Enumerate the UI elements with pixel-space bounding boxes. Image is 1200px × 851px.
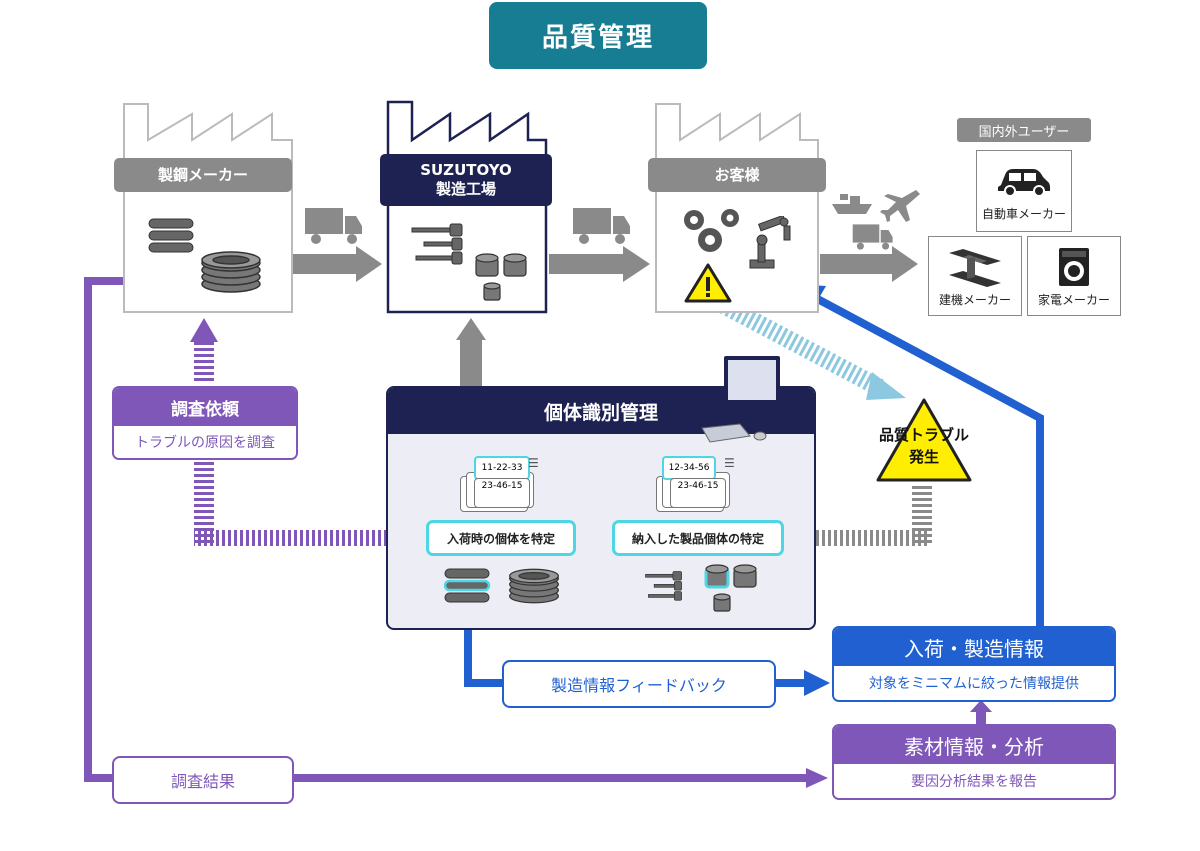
- car-maker-card: 自動車メーカー: [976, 150, 1072, 232]
- truck-icon: [852, 224, 893, 250]
- appliance-maker-label: 家電メーカー: [1037, 293, 1110, 307]
- scan-marks-icon: ☰: [528, 456, 539, 470]
- bolt-icon: [645, 571, 682, 601]
- material-info-subtitle: 要因分析結果を報告: [834, 764, 1114, 798]
- investigation-request-box: 調査依頼 トラブルの原因を調査: [112, 386, 298, 460]
- gear-icon: [684, 209, 739, 252]
- receiving-info-title: 入荷・製造情報: [834, 628, 1114, 666]
- pipes-icon: [444, 568, 491, 603]
- car-icon: [998, 169, 1050, 197]
- robot-arm-icon: [749, 216, 791, 269]
- customer-label: お客様: [648, 158, 826, 192]
- car-maker-label: 自動車メーカー: [981, 207, 1066, 221]
- nut-icon: [704, 564, 757, 612]
- airplane-icon: [880, 190, 920, 222]
- pipes-icon: [148, 218, 194, 253]
- washing-machine-icon: [1059, 248, 1089, 286]
- suzutoyo-label-line2: 製造工場: [435, 180, 496, 198]
- warning-icon: [684, 263, 732, 303]
- id-card-right-bottom: 23-46-15: [670, 478, 726, 508]
- investigation-request-title: 調査依頼: [114, 388, 296, 426]
- feedback-pill: 製造情報フィードバック: [502, 660, 776, 708]
- investigation-request-subtitle: トラブルの原因を調査: [114, 426, 296, 458]
- bolt-icon: [411, 223, 463, 265]
- users-header: 国内外ユーザー: [957, 118, 1091, 142]
- truck-icon: [305, 208, 362, 244]
- quality-trouble-label: 品質トラブル 発生: [858, 424, 990, 468]
- quality-trouble-line1: 品質トラブル: [878, 426, 969, 444]
- arrow-steel-to-suzutoyo: [284, 246, 382, 282]
- nut-icon: [475, 253, 527, 301]
- suzutoyo-label: SUZUTOYO 製造工場: [380, 154, 552, 206]
- id-card-left-top: 11-22-33: [474, 456, 530, 480]
- material-info-title: 素材情報・分析: [834, 726, 1114, 764]
- appliance-maker-card: 家電メーカー: [1027, 236, 1121, 316]
- material-info-box: 素材情報・分析 要因分析結果を報告: [832, 724, 1116, 800]
- construction-maker-label: 建機メーカー: [938, 293, 1011, 307]
- tag-arrival-identify: 入荷時の個体を特定: [426, 520, 576, 556]
- page-title: 品質管理: [489, 2, 707, 69]
- receiving-info-box: 入荷・製造情報 対象をミニマムに絞った情報提供: [832, 626, 1116, 702]
- computer-icon: [701, 356, 780, 443]
- scan-marks-icon: ☰: [724, 456, 735, 470]
- steel-beam-icon: [949, 249, 1001, 287]
- suzutoyo-label-line1: SUZUTOYO: [420, 161, 512, 179]
- id-card-stack-right: 12-34-56 23-46-15: [656, 452, 736, 512]
- steel-maker-label: 製鋼メーカー: [114, 158, 292, 192]
- arrow-suzutoyo-to-customer: [549, 246, 650, 282]
- customer-factory: [655, 103, 819, 313]
- id-card-left-bottom: 23-46-15: [474, 478, 530, 508]
- id-card-right-top: 12-34-56: [662, 456, 716, 480]
- coil-icon: [201, 251, 261, 293]
- individual-management-panel: 個体識別管理: [386, 386, 816, 630]
- tag-delivered-identify: 納入した製品個体の特定: [612, 520, 784, 556]
- investigation-result-pill: 調査結果: [112, 756, 294, 804]
- arrow-customer-to-users: [820, 246, 918, 282]
- quality-trouble-warning-icon: [876, 398, 972, 482]
- receiving-info-subtitle: 対象をミニマムに絞った情報提供: [834, 666, 1114, 700]
- truck-icon: [573, 208, 630, 244]
- quality-trouble-line2: 発生: [908, 448, 939, 466]
- id-card-stack-left: 11-22-33 23-46-15: [460, 452, 540, 512]
- ship-icon: [832, 194, 872, 214]
- construction-maker-card: 建機メーカー: [928, 236, 1022, 316]
- coil-icon: [509, 568, 559, 604]
- arrow-management-up: [456, 318, 486, 388]
